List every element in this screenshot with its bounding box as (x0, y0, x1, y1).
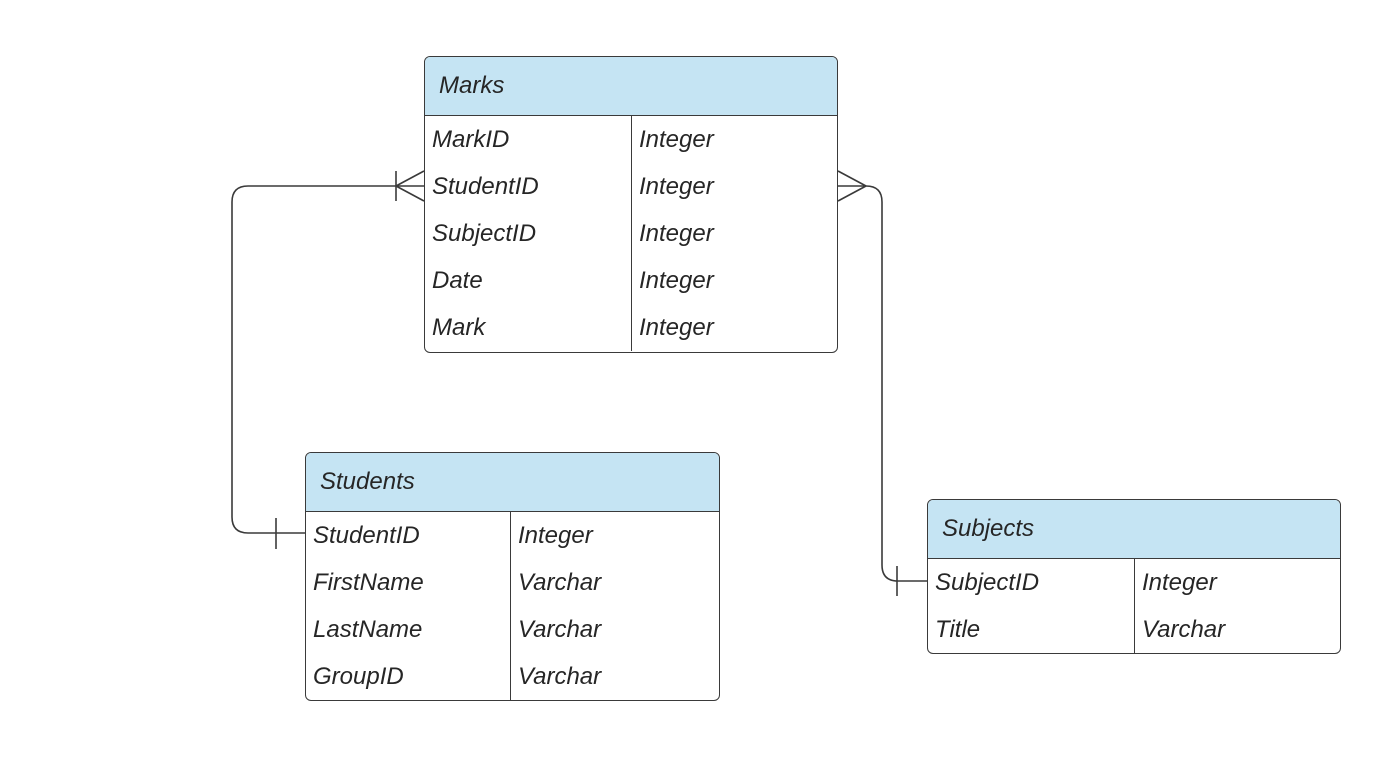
attribute-type: Integer (639, 172, 714, 200)
column-divider (1134, 559, 1135, 653)
attribute-type: Integer (639, 219, 714, 247)
attribute-type: Integer (639, 125, 714, 153)
relationship-students-marks (231, 170, 425, 549)
attribute-type: Integer (518, 521, 593, 549)
column-divider (510, 512, 511, 700)
attribute-name: GroupID (313, 662, 404, 690)
attribute-name: SubjectID (432, 219, 537, 247)
attribute-name: SubjectID (935, 568, 1040, 596)
crowfoot-upper-marks-subjectid (837, 170, 867, 187)
attribute-row[interactable]: StudentID Integer (425, 163, 837, 210)
connector-line-students-marks (231, 185, 424, 534)
entity-header: Subjects (928, 500, 1340, 559)
attribute-row[interactable]: Title Varchar (928, 606, 1340, 653)
attribute-type: Integer (1142, 568, 1217, 596)
attribute-row[interactable]: StudentID Integer (306, 512, 719, 559)
attribute-name: LastName (313, 615, 423, 643)
attribute-type: Varchar (518, 615, 602, 643)
relationship-subjects-marks (837, 170, 927, 596)
attribute-name: StudentID (432, 172, 539, 200)
crowfoot-lower-marks-studentid (395, 185, 425, 202)
attribute-row[interactable]: FirstName Varchar (306, 559, 719, 606)
connector-line-subjects-marks (838, 185, 927, 582)
attribute-name: StudentID (313, 521, 420, 549)
attribute-type: Varchar (1142, 615, 1226, 643)
attribute-type: Varchar (518, 568, 602, 596)
entity-students[interactable]: Students StudentID Integer FirstName Var… (305, 452, 720, 701)
attribute-type: Integer (639, 266, 714, 294)
entity-body: StudentID Integer FirstName Varchar Last… (306, 512, 719, 700)
crowfoot-lower-marks-subjectid (837, 185, 867, 202)
attribute-type: Integer (639, 313, 714, 341)
attribute-row[interactable]: GroupID Varchar (306, 653, 719, 700)
attribute-row[interactable]: LastName Varchar (306, 606, 719, 653)
attribute-name: Mark (432, 313, 486, 341)
entity-body: SubjectID Integer Title Varchar (928, 559, 1340, 653)
attribute-type: Varchar (518, 662, 602, 690)
attribute-row[interactable]: Mark Integer (425, 304, 837, 351)
crowfoot-upper-marks-studentid (395, 170, 425, 187)
attribute-row[interactable]: SubjectID Integer (425, 210, 837, 257)
entity-header: Students (306, 453, 719, 512)
attribute-name: MarkID (432, 125, 510, 153)
attribute-name: Date (432, 266, 483, 294)
entity-subjects[interactable]: Subjects SubjectID Integer Title Varchar (927, 499, 1341, 654)
attribute-row[interactable]: SubjectID Integer (928, 559, 1340, 606)
column-divider (631, 116, 632, 351)
attribute-name: FirstName (313, 568, 424, 596)
attribute-row[interactable]: MarkID Integer (425, 116, 837, 163)
entity-marks[interactable]: Marks MarkID Integer StudentID Integer S… (424, 56, 838, 353)
entity-body: MarkID Integer StudentID Integer Subject… (425, 116, 837, 351)
entity-header: Marks (425, 57, 837, 116)
attribute-row[interactable]: Date Integer (425, 257, 837, 304)
attribute-name: Title (935, 615, 981, 643)
